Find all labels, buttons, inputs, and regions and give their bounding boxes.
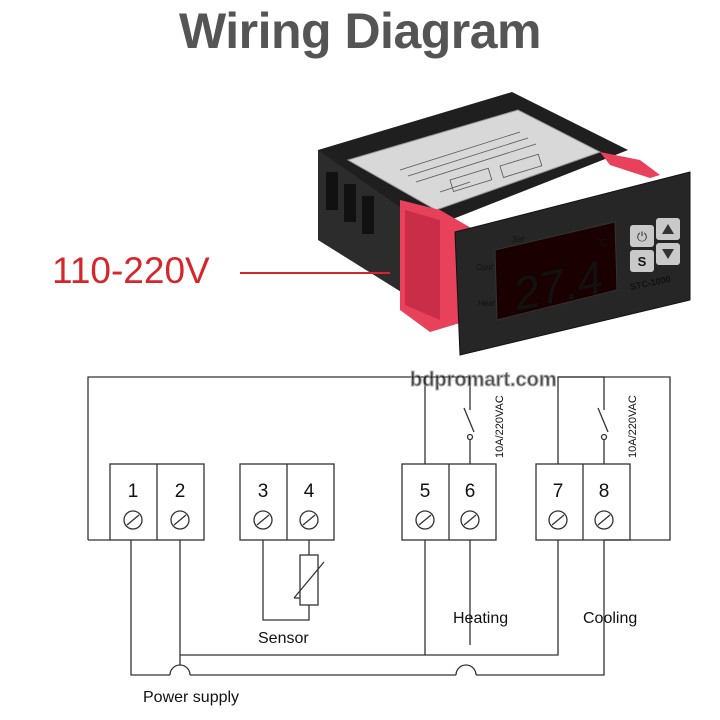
device-buttons: ⏻: [630, 218, 680, 272]
terminal-number: 1: [128, 481, 139, 502]
relay-rating-cooling: 10A/220VAC: [627, 395, 639, 458]
terminal-number: 5: [420, 481, 431, 502]
terminal-number: 6: [465, 481, 476, 502]
svg-text:bdpromart.com: bdpromart.com: [410, 369, 557, 391]
terminal-screws: [123, 510, 614, 530]
heating-label: Heating: [453, 610, 508, 627]
thermostat-device: ⏻: [318, 92, 691, 356]
down-arrow-icon: [662, 249, 674, 259]
set-button: [630, 250, 654, 272]
relay-rating-heating: 10A/220VAC: [494, 395, 506, 458]
relay-ratings: 10A/220VAC 10A/220VAC: [494, 395, 639, 458]
schematic-wires: [87, 376, 671, 676]
display-unit: °C: [596, 237, 608, 249]
set-button-label: S: [638, 254, 647, 269]
set-indicator: Set: [512, 235, 525, 244]
cooling-label: Cooling: [583, 610, 637, 627]
terminal-numbers: 1 2 3 4 5 6 7 8: [128, 481, 610, 502]
watermark: bdpromart.com: [410, 369, 558, 392]
terminal-number: 8: [599, 481, 610, 502]
page-title: Wiring Diagram: [178, 3, 542, 59]
up-arrow-icon: [662, 224, 674, 234]
heat-indicator: Heat: [478, 299, 496, 308]
voltage-pointer-line: [240, 272, 390, 274]
sensor-label: Sensor: [258, 630, 309, 647]
power-supply-label: Power supply: [143, 689, 239, 706]
terminal-number: 3: [258, 481, 269, 502]
cool-indicator: Cool: [476, 263, 493, 272]
power-icon: ⏻: [637, 229, 647, 244]
power-button: [630, 225, 654, 247]
terminal-number: 7: [553, 481, 564, 502]
terminal-number: 4: [304, 481, 315, 502]
voltage-label: 110-220V: [52, 250, 210, 291]
circuit-labels: Sensor Heating Cooling Power supply: [143, 610, 637, 706]
terminal-number: 2: [175, 481, 186, 502]
